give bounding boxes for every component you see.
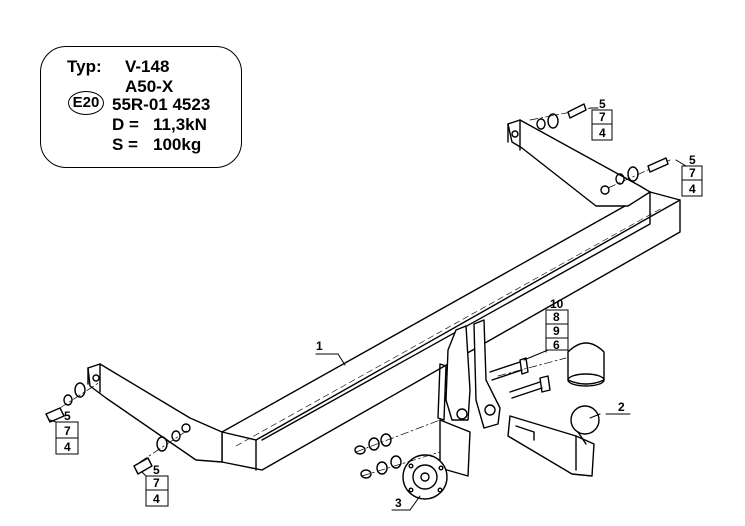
callout-boxes: [55, 109, 703, 507]
socket-plate: [402, 419, 471, 500]
callout-left1-5: 5: [64, 409, 71, 423]
ball-arm: [507, 405, 600, 477]
s-value: 100kg: [153, 135, 202, 154]
hitch-mount-plates: [437, 319, 501, 429]
e-mark-badge: E20: [68, 91, 104, 115]
callout-ball-10: 10: [550, 297, 564, 311]
s-value-label: S =: [112, 135, 138, 154]
callout-ball-6: 6: [553, 338, 560, 352]
d-value: 11,3kN: [153, 115, 207, 134]
fasteners: [45, 103, 669, 479]
callout-top2-5: 5: [689, 153, 696, 167]
approval-number: 55R-01 4523: [112, 95, 211, 114]
model-value: A50-X: [125, 77, 174, 96]
callout-left1-7: 7: [64, 424, 71, 438]
callout-top1-7: 7: [599, 110, 606, 124]
callout-top1-4: 4: [599, 126, 606, 140]
type-label: Typ:: [67, 57, 102, 76]
spec-box: Typ: V-148 A50-X E20 55R-01 4523 D = 11,…: [40, 46, 242, 168]
callout-ball-9: 9: [553, 324, 560, 338]
ball-cap: [567, 342, 605, 387]
callout-top2-7: 7: [689, 166, 696, 180]
callout-top1-5: 5: [599, 97, 606, 111]
callout-part-1: 1: [316, 339, 323, 353]
leader-lines: [49, 107, 703, 511]
d-value-label: D =: [112, 115, 139, 134]
callout-top2-4: 4: [689, 182, 696, 196]
left-side-bracket: [87, 363, 223, 463]
callout-left2-4: 4: [153, 492, 160, 506]
callout-ball-8: 8: [553, 310, 560, 324]
callout-left2-7: 7: [153, 476, 160, 490]
type-value: V-148: [125, 57, 170, 76]
callout-part-2: 2: [618, 400, 625, 414]
callout-part-3: 3: [395, 496, 402, 510]
right-side-bracket: [507, 119, 651, 207]
ball-bolts: [489, 357, 551, 399]
callout-left1-4: 4: [64, 440, 71, 454]
callout-left2-5: 5: [153, 463, 160, 477]
